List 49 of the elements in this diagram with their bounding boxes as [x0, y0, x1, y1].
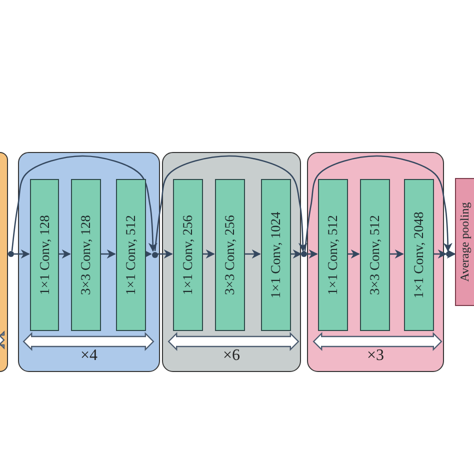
arrow [433, 249, 447, 259]
junction-dot [446, 251, 452, 257]
conv-layer-box [116, 179, 146, 331]
conv-layer-box [360, 179, 390, 331]
junction-dot [8, 251, 14, 257]
arrow [307, 249, 318, 259]
conv-layer-box [318, 179, 348, 331]
skip-connection-arrow [11, 155, 158, 252]
layer-label: Average pooling [458, 202, 472, 282]
skip-connection-arrow [154, 155, 308, 252]
arrow [347, 249, 360, 259]
conv-layer-box [71, 179, 101, 331]
arrow [446, 249, 456, 259]
conv-layer-box [215, 179, 245, 331]
arrow [58, 249, 71, 259]
junction-dot [301, 251, 307, 257]
repeat-count: ×3 [366, 347, 384, 365]
conv-layer-box [261, 179, 291, 331]
conv-layer-box [173, 179, 203, 331]
layer-label: 3×3 Conv, 512 [367, 215, 383, 295]
conv-layer-box [404, 179, 434, 331]
arrow [202, 249, 215, 259]
arrow [14, 249, 30, 259]
stage-block [307, 152, 444, 372]
repeat-count: ×4 [80, 347, 98, 365]
pooling-box [455, 178, 474, 306]
stage-block [162, 152, 301, 372]
arrow [244, 249, 261, 259]
repeat-span-marker [313, 332, 442, 351]
layer-label: 1×1 Conv, 128 [36, 215, 52, 295]
stage-block [18, 152, 160, 372]
layer-label: 1×1 Conv, 512 [325, 215, 341, 295]
repeat-span-marker [168, 332, 299, 351]
layer-label: 1×1 Conv, 512 [123, 215, 139, 295]
layer-label: 3×3 Conv, 256 [222, 215, 238, 295]
arrow [389, 249, 404, 259]
stage-block [0, 152, 8, 372]
skip-connection-arrow [304, 155, 452, 252]
layer-label: 1×1 Conv, 2048 [411, 212, 427, 298]
conv-layer-box [30, 179, 59, 331]
layer-label: 1×1 Conv, 256 [180, 215, 196, 295]
arrow [100, 249, 116, 259]
layer-label: 1×1 Conv, 1024 [268, 212, 284, 298]
repeat-span-marker [23, 332, 154, 351]
layer-label: 3×3 Conv, 128 [78, 215, 94, 295]
repeat-count: ×6 [222, 347, 240, 365]
arrow [290, 249, 302, 259]
arrow [157, 249, 173, 259]
junction-dot [152, 252, 158, 258]
